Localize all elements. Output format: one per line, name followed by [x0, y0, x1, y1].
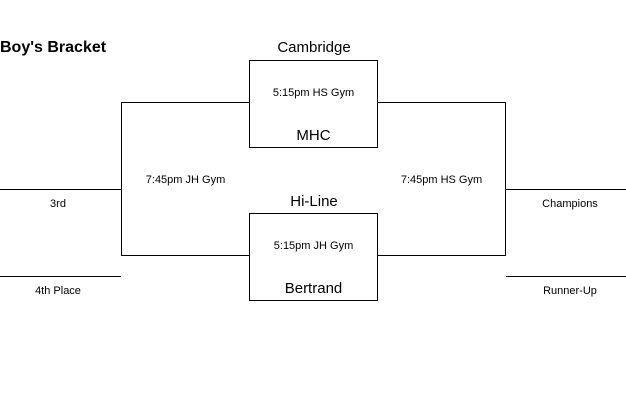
third-place-label: 3rd: [50, 198, 66, 210]
left-vertical-connector: [121, 102, 122, 256]
right-bottom-connector: [378, 255, 506, 256]
right-top-connector: [378, 102, 506, 103]
game2-time: 5:15pm JH Gym: [273, 240, 354, 252]
left-bottom-connector: [121, 255, 249, 256]
right-vertical-connector: [505, 102, 506, 256]
fourth-place-line: [0, 276, 121, 277]
consolation-game-time: 7:45pm JH Gym: [145, 174, 226, 186]
game2-top-team: Hi-Line: [290, 193, 338, 210]
fourth-place-label: 4th Place: [35, 285, 81, 297]
bracket-title: Boy's Bracket: [0, 39, 107, 56]
game1-time: 5:15pm HS Gym: [272, 87, 355, 99]
runner-up-line: [506, 276, 626, 277]
game1-top-team: Cambridge: [277, 39, 351, 56]
game2-box: [249, 213, 378, 301]
runner-up-label: Runner-Up: [543, 285, 597, 297]
left-top-connector: [121, 102, 249, 103]
game1-box: [249, 60, 378, 148]
game1-bottom-team: MHC: [296, 127, 331, 144]
championship-game-time: 7:45pm HS Gym: [400, 174, 483, 186]
third-place-line: [0, 189, 121, 190]
champions-label: Champions: [542, 198, 598, 210]
champions-line: [506, 189, 626, 190]
game2-bottom-team: Bertrand: [284, 280, 343, 297]
